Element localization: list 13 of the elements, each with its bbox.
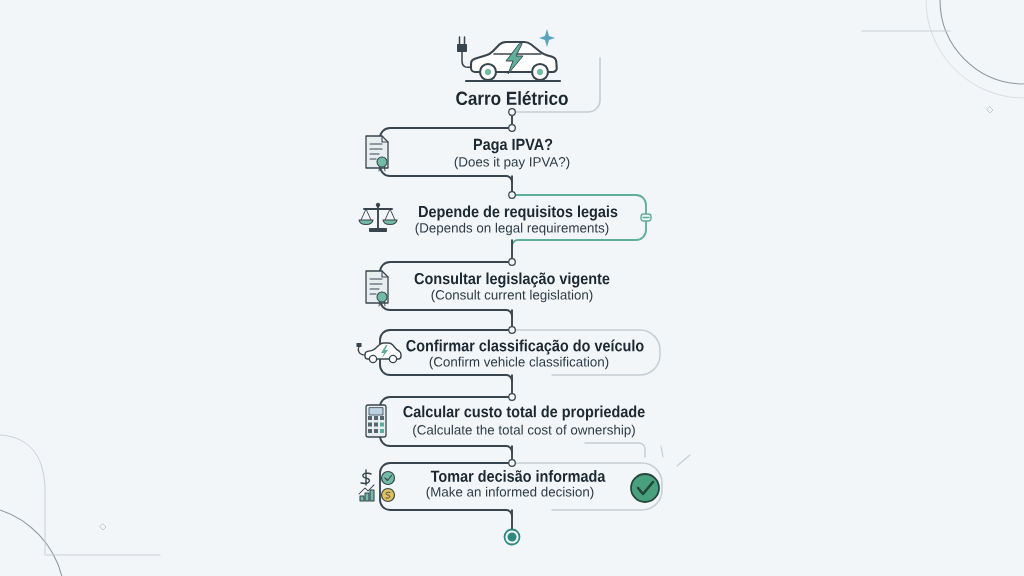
step-subtitle: (Depends on legal requirements)	[415, 222, 609, 236]
step-subtitle: (Consult current legislation)	[431, 289, 593, 303]
step-subtitle: (Make an informed decision)	[426, 486, 594, 500]
step-subtitle: (Calculate the total cost of ownership)	[413, 424, 635, 438]
step-subtitle: (Confirm vehicle classification)	[429, 356, 609, 370]
step-title: Consultar legislação vigente	[414, 272, 610, 288]
step-title: Paga IPVA?	[474, 138, 553, 154]
heading: Carro Elétrico	[456, 90, 568, 106]
step-subtitle: (Does it pay IPVA?)	[454, 156, 570, 170]
step-title: Confirmar classificação do veículo	[406, 339, 644, 355]
step-title: Depende de requisitos legais	[419, 205, 618, 221]
step-title: Calcular custo total de propriedade	[403, 405, 645, 421]
step-title: Tomar decisão informada	[430, 470, 606, 482]
